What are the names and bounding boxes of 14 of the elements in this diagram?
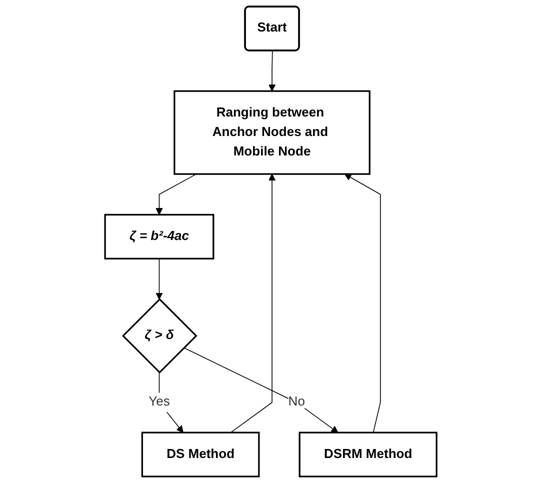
node-box: Ranging between Anchor Nodes and Mobile Node xyxy=(173,90,370,175)
arrow xyxy=(268,50,276,92)
node-box: DS Method xyxy=(141,432,260,478)
arrow xyxy=(155,174,196,216)
node-box: DSRM Method xyxy=(298,432,438,478)
arrow xyxy=(183,347,338,433)
arrow xyxy=(155,258,162,300)
node-diamond: ζ > δ xyxy=(122,298,198,374)
arrow xyxy=(344,174,380,433)
node-box: ζ = b²-4ac xyxy=(104,214,214,260)
arrow xyxy=(158,372,184,433)
edge-label: No xyxy=(288,395,305,409)
edge-label: Yes xyxy=(148,395,170,409)
arrow xyxy=(230,174,276,433)
